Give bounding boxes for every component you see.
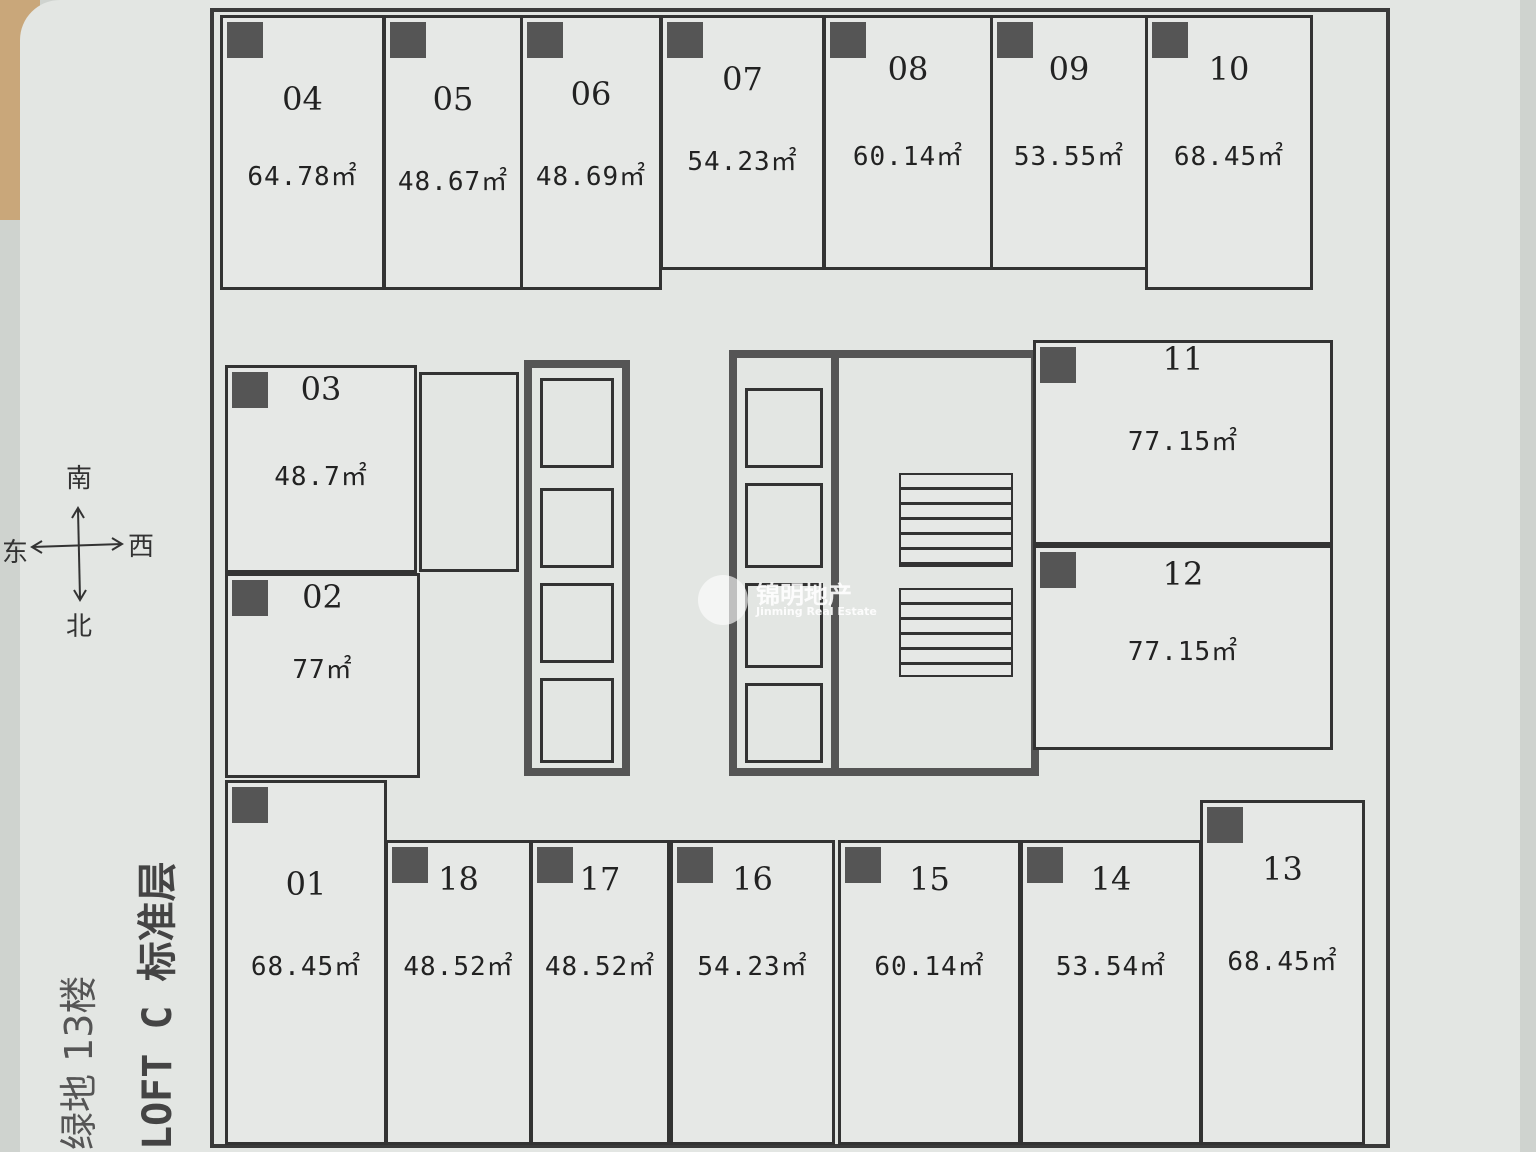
- floor-plan: [210, 8, 1390, 1148]
- unit-11: 11 77.15㎡: [1033, 340, 1333, 545]
- unit-area: 48.7㎡: [274, 462, 368, 492]
- staircase: [899, 588, 1013, 677]
- unit-number: 06: [570, 75, 612, 113]
- compass-south: 南: [66, 464, 93, 494]
- column: [392, 847, 428, 883]
- column: [997, 22, 1033, 58]
- unit-16: 16 54.23㎡: [670, 840, 835, 1145]
- column: [390, 22, 426, 58]
- watermark-cn: 锦明地产: [756, 581, 852, 609]
- unit-area: 53.54㎡: [1055, 952, 1167, 982]
- unit-08: 08 60.14㎡: [823, 15, 993, 270]
- unit-number: 18: [438, 860, 479, 898]
- elevator-car: [745, 483, 823, 568]
- unit-area: 77.15㎡: [1127, 427, 1239, 457]
- unit-area: 48.52㎡: [403, 952, 514, 982]
- unit-number: 05: [432, 80, 474, 118]
- elevator-car: [745, 583, 823, 668]
- unit-number: 03: [300, 370, 342, 408]
- unit-area: 68.45㎡: [1173, 142, 1285, 172]
- unit-number: 04: [282, 80, 323, 118]
- unit-14: 14 53.54㎡: [1020, 840, 1202, 1145]
- unit-number: 01: [285, 865, 327, 903]
- unit-01: 01 68.45㎡: [225, 780, 387, 1145]
- unit-number: 08: [887, 50, 929, 88]
- compass-arrows-icon: [30, 506, 124, 602]
- unit-area: 48.67㎡: [397, 167, 509, 197]
- elevator-core: [524, 360, 630, 776]
- column: [1040, 552, 1076, 588]
- unit-number: 12: [1162, 555, 1204, 593]
- unit-area: 53.55㎡: [1013, 142, 1125, 172]
- elevator-car: [745, 388, 823, 468]
- column: [1040, 347, 1076, 383]
- handwritten-title: 绿地 13楼: [57, 975, 101, 1150]
- unit-number: 16: [732, 860, 773, 898]
- unit-area: 54.23㎡: [687, 147, 798, 177]
- unit-number: 10: [1208, 50, 1250, 88]
- watermark-en: Jinming Real Estate: [756, 605, 877, 618]
- elevator-car: [745, 683, 823, 763]
- unit-area: 64.78㎡: [247, 162, 358, 192]
- unit-number: 13: [1262, 850, 1303, 888]
- unit-number: 07: [722, 60, 763, 98]
- watermark-logo-icon: [698, 575, 748, 625]
- elevator-car: [540, 378, 614, 468]
- unit-number: 15: [909, 860, 950, 898]
- unit-area: 77.15㎡: [1127, 637, 1239, 667]
- column: [1207, 807, 1243, 843]
- compass-west: 西: [128, 532, 155, 562]
- compass-east: 东: [2, 538, 29, 568]
- unit-area: 77㎡: [292, 655, 353, 685]
- service-room: [419, 372, 519, 572]
- column: [232, 580, 268, 616]
- unit-17: 17 48.52㎡: [530, 840, 670, 1145]
- unit-10: 10 68.45㎡: [1145, 15, 1313, 290]
- unit-03: 03 48.7㎡: [225, 365, 417, 573]
- staircase: [899, 473, 1013, 567]
- unit-04: 04 64.78㎡: [220, 15, 385, 290]
- column: [677, 847, 713, 883]
- compass: 南 北 东 西: [0, 450, 170, 650]
- unit-13: 13 68.45㎡: [1200, 800, 1365, 1145]
- unit-number: 02: [302, 578, 343, 616]
- unit-area: 54.23㎡: [697, 952, 808, 982]
- column: [830, 22, 866, 58]
- elevator-car: [540, 583, 614, 663]
- unit-area: 48.52㎡: [544, 952, 656, 982]
- unit-07: 07 54.23㎡: [660, 15, 825, 270]
- unit-number: 09: [1048, 50, 1090, 88]
- unit-18: 18 48.52㎡: [385, 840, 532, 1145]
- unit-02: 02 77㎡: [225, 573, 420, 778]
- unit-number: 11: [1162, 340, 1204, 378]
- column: [227, 22, 263, 58]
- column: [1027, 847, 1063, 883]
- unit-area: 68.45㎡: [250, 952, 362, 982]
- column: [1152, 22, 1188, 58]
- stair-core: [839, 350, 1039, 776]
- column: [667, 22, 703, 58]
- elevator-car: [540, 488, 614, 568]
- unit-area: 48.69㎡: [535, 162, 647, 192]
- column: [845, 847, 881, 883]
- compass-north: 北: [66, 612, 93, 642]
- unit-05: 05 48.67㎡: [383, 15, 523, 290]
- column: [537, 847, 573, 883]
- unit-area: 60.14㎡: [874, 952, 985, 982]
- column: [232, 787, 268, 823]
- unit-number: 14: [1090, 860, 1132, 898]
- unit-12: 12 77.15㎡: [1033, 545, 1333, 750]
- plan-title: LOFT C 标准层: [135, 861, 181, 1150]
- elevator-core: [729, 350, 839, 776]
- column: [527, 22, 563, 58]
- unit-area: 60.14㎡: [852, 142, 964, 172]
- unit-area: 68.45㎡: [1227, 947, 1338, 977]
- unit-09: 09 53.55㎡: [990, 15, 1148, 270]
- unit-15: 15 60.14㎡: [838, 840, 1021, 1145]
- unit-number: 17: [579, 860, 621, 898]
- column: [232, 372, 268, 408]
- unit-06: 06 48.69㎡: [520, 15, 662, 290]
- elevator-car: [540, 678, 614, 763]
